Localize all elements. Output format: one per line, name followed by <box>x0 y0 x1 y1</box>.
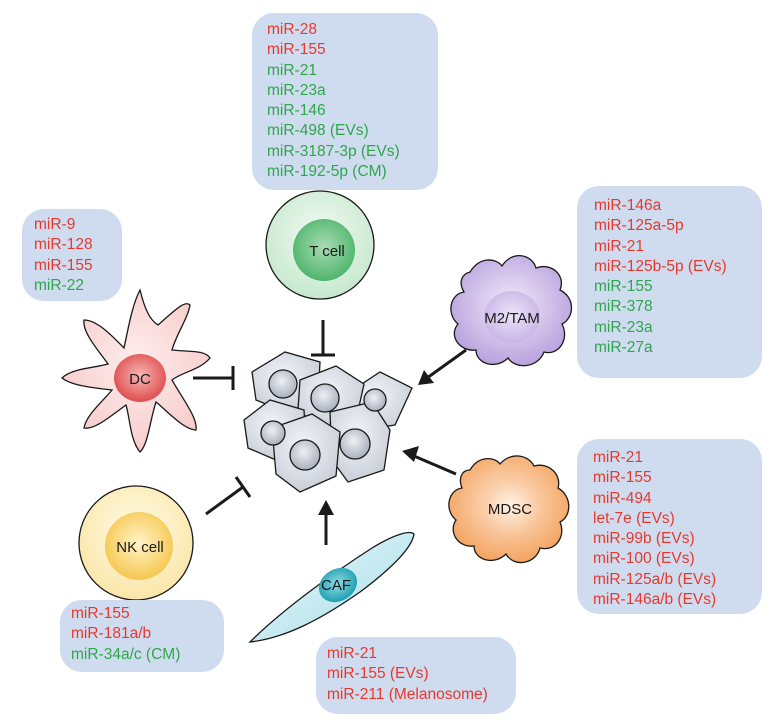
dc-inhibition-arrow <box>193 366 235 390</box>
mirna-item: miR-21 <box>593 449 643 466</box>
nk-cell-label: NK cell <box>116 539 164 556</box>
mirna-item: miR-181a/b <box>71 625 152 643</box>
mirna-item: miR-155 (EVs) <box>327 665 429 683</box>
m2-tam-label: M2/TAM <box>484 310 540 327</box>
nk-inhibition-arrow <box>205 476 252 516</box>
mirna-item: miR-498 (EVs) <box>267 122 369 140</box>
nk-cell-mirna-box: miR-155 miR-181a/b miR-34a/c (CM) <box>60 600 224 672</box>
mirna-item: miR-125b-5p (EVs) <box>594 257 727 275</box>
m2-tam-mirna-box: miR-146a miR-125a-5p miR-21 miR-125b-5p (EV… <box>577 186 762 378</box>
mirna-item: miR-155 <box>267 41 326 59</box>
mirna-item: miR-146a <box>594 197 662 214</box>
mdsc-arrow <box>402 446 457 476</box>
mdsc-label: MDSC <box>488 501 532 518</box>
nk-cell: NK cell <box>78 485 194 601</box>
mirna-item: miR-155 <box>71 605 130 622</box>
tumor-cell-cluster <box>243 351 413 493</box>
mirna-item: miR-21 <box>267 61 317 79</box>
t-cell-inhibition-arrow <box>311 320 335 357</box>
mirna-item: miR-378 <box>594 298 653 316</box>
mirna-item: miR-100 (EVs) <box>593 550 695 568</box>
caf-cell: CAF <box>248 531 415 643</box>
mirna-item: miR-494 <box>593 489 652 507</box>
dendritic-cell: DC <box>61 288 211 453</box>
mirna-item: miR-155 <box>593 469 652 487</box>
mirna-item: miR-21 <box>327 645 377 662</box>
mdsc-cell: MDSC <box>448 455 570 564</box>
mirna-item: miR-28 <box>267 21 317 38</box>
caf-mirna-box: miR-21 miR-155 (EVs) miR-211 (Melanosome) <box>316 637 516 714</box>
t-cell-mirna-box: miR-28 miR-155 miR-21 miR-23a miR-146 miR-498… <box>252 13 438 190</box>
t-cell-label: T cell <box>309 243 345 260</box>
mirna-item: miR-146a/b (EVs) <box>593 591 717 609</box>
mirna-item: miR-155 <box>34 256 93 274</box>
mirna-item: miR-146 <box>267 102 326 120</box>
mirna-item: miR-128 <box>34 236 93 254</box>
mirna-item: miR-21 <box>594 237 644 255</box>
mirna-item: miR-9 <box>34 216 76 233</box>
mirna-item: miR-125a/b (EVs) <box>593 570 717 588</box>
mirna-item: miR-23a <box>594 318 653 336</box>
mirna-item: miR-34a/c (CM) <box>71 645 181 663</box>
mirna-item: miR-27a <box>594 339 653 357</box>
dc-mirna-box: miR-9 miR-128 miR-155 miR-22 <box>22 209 122 301</box>
mirna-item: miR-22 <box>34 276 84 294</box>
mirna-item: miR-125a-5p <box>594 217 684 235</box>
m2-tam-arrow <box>418 348 467 385</box>
m2-tam-cell: M2/TAM <box>450 255 573 367</box>
mirna-item: miR-23a <box>267 81 326 99</box>
mirna-item: let-7e (EVs) <box>593 509 675 527</box>
mdsc-mirna-box: miR-21 miR-155 miR-494 let-7e (EVs) miR-99b … <box>577 439 762 614</box>
mirna-item: miR-192-5p (CM) <box>267 163 387 181</box>
t-cell: T cell <box>265 190 375 300</box>
mirna-item: miR-99b (EVs) <box>593 530 695 548</box>
mirna-item: miR-211 (Melanosome) <box>327 685 488 703</box>
mirna-item: miR-3187-3p (EVs) <box>267 142 400 160</box>
dc-label: DC <box>129 371 151 388</box>
caf-arrow <box>318 500 334 545</box>
caf-label: CAF <box>321 577 351 594</box>
mirna-item: miR-155 <box>594 278 653 296</box>
